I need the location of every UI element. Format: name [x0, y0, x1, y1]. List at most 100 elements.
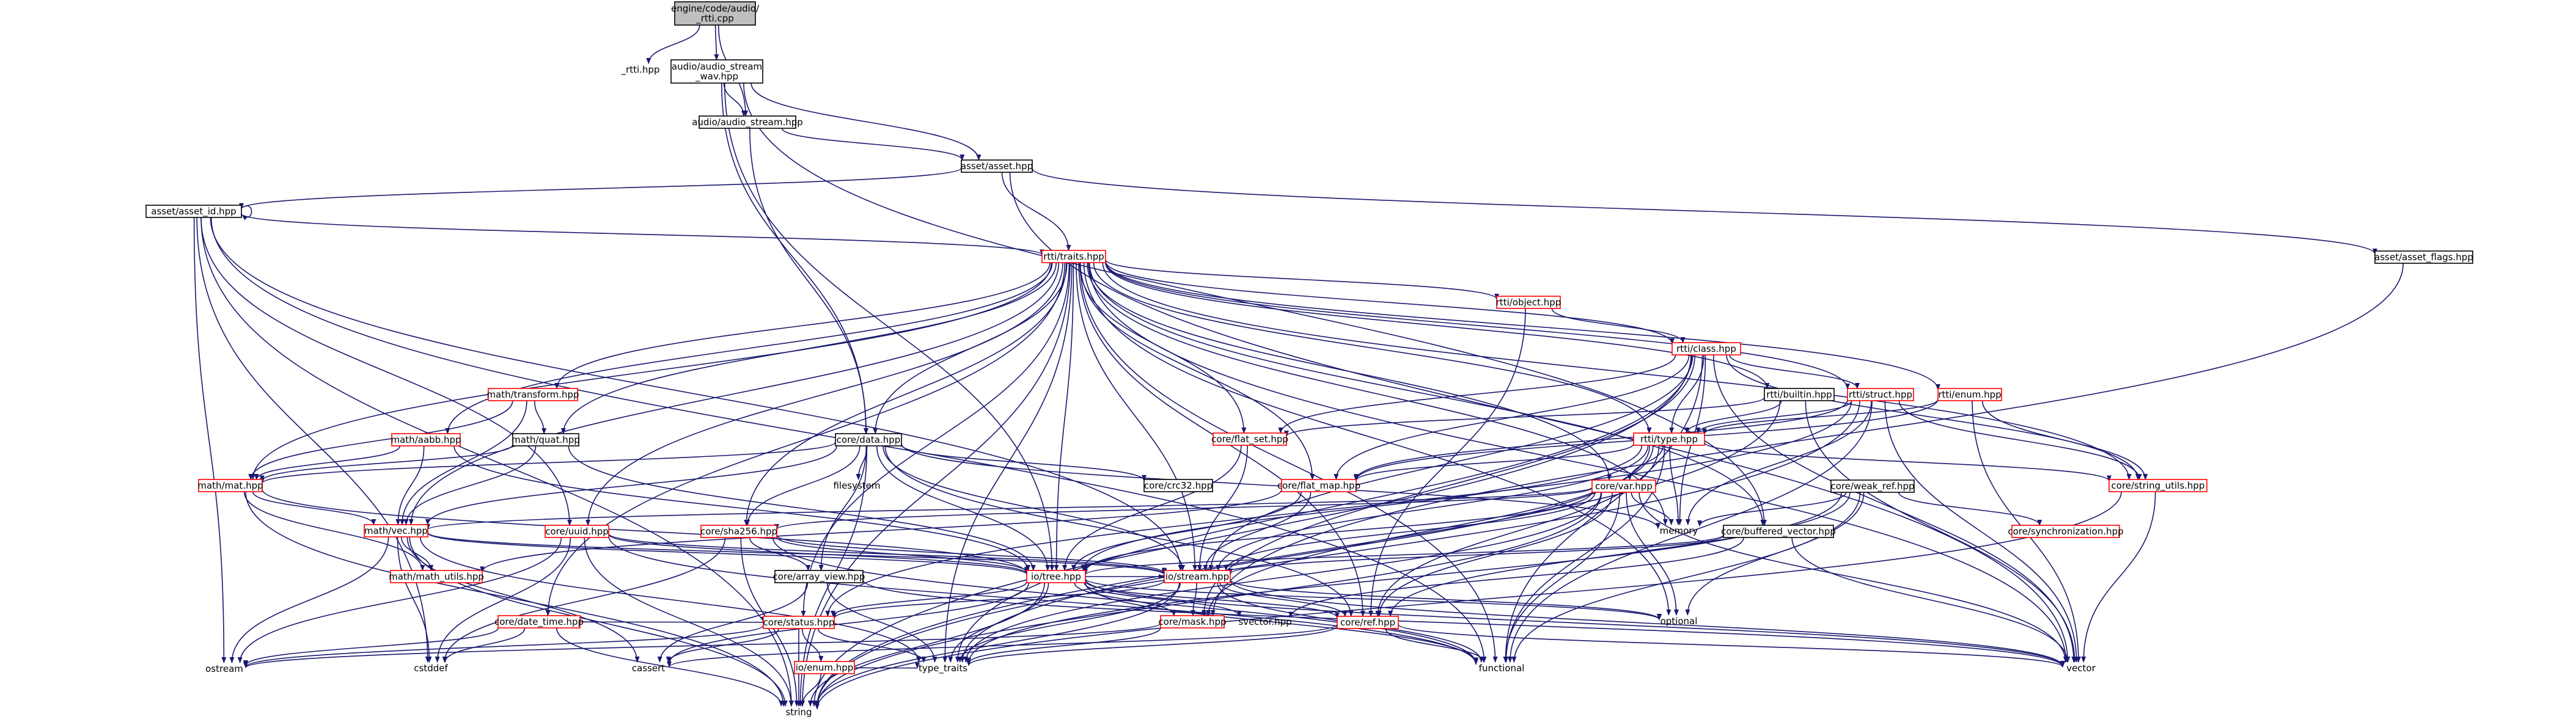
edge-weak_ref-to-optional	[1685, 492, 1865, 616]
node-data[interactable]: core/data.hpp	[835, 433, 902, 446]
edge-type-to-flat_map	[1354, 443, 1634, 481]
edge-struct-to-string	[815, 400, 1860, 708]
node-asset-flags[interactable]: asset/asset_flags.hpp	[2374, 250, 2473, 264]
node-label: core/buffered_vector.hpp	[1721, 526, 1836, 537]
node-enum[interactable]: rtti/enum.hpp	[1937, 388, 2002, 401]
node-struct[interactable]: rtti/struct.hpp	[1847, 388, 1914, 401]
edge-asset_id-to-uuid	[200, 217, 573, 526]
edge-line	[776, 534, 1167, 574]
edge-line	[1208, 354, 1693, 571]
node-ref[interactable]: core/ref.hpp	[1337, 616, 1399, 629]
edge-builtin-to-vector	[1805, 400, 2077, 663]
node-stream-wav[interactable]: audio/audio_stream_wav.hpp	[670, 59, 763, 84]
edge-line	[480, 489, 1282, 573]
edge-array_view-to-type_traits	[826, 582, 938, 663]
edge-line	[750, 82, 982, 161]
edge-root-to-rtti_hpp	[646, 24, 700, 64]
node-class[interactable]: rtti/class.hpp	[1671, 342, 1741, 355]
edge-stream_wav-to-asset	[750, 82, 982, 161]
node-date-time[interactable]: core/date_time.hpp	[494, 615, 584, 628]
node-label: core/var.hpp	[1595, 481, 1653, 492]
edge-type-to-io_stream	[1216, 445, 1649, 571]
node-traits[interactable]: rtti/traits.hpp	[1041, 250, 1106, 263]
node-aabb[interactable]: math/aabb.hpp	[391, 433, 461, 446]
edge-transform-to-quat	[534, 400, 547, 434]
edge-line	[243, 491, 425, 571]
node-transform[interactable]: math/transform.hpp	[486, 388, 579, 401]
node-flat-map[interactable]: core/flat_map.hpp	[1277, 479, 1360, 492]
node-root[interactable]: engine/code/audio/_rtti.cpp	[671, 1, 760, 26]
node-array-view[interactable]: core/array_view.hpp	[773, 570, 865, 583]
node-asset[interactable]: asset/asset.hpp	[961, 159, 1033, 173]
node-box	[512, 433, 579, 446]
node-mat[interactable]: math/mat.hpp	[197, 479, 263, 492]
node-filesystem: filesystem	[833, 480, 880, 491]
node-var[interactable]: core/var.hpp	[1591, 479, 1656, 493]
node-crc32[interactable]: core/crc32.hpp	[1143, 479, 1213, 492]
node-object[interactable]: rtti/object.hpp	[1496, 296, 1561, 309]
edge-line	[1388, 492, 1851, 617]
node-box	[1281, 479, 1357, 492]
node-label: asset/asset_flags.hpp	[2374, 252, 2473, 263]
node-label: core/mask.hpp	[1158, 616, 1226, 627]
edge-line	[1219, 582, 1348, 617]
edge-line	[801, 262, 1070, 617]
edge-line	[749, 537, 811, 571]
node-io-stream[interactable]: io/stream.hpp	[1164, 570, 1231, 583]
node-quat[interactable]: math/quat.hpp	[512, 433, 580, 446]
node-buffered-vector[interactable]: core/buffered_vector.hpp	[1721, 525, 1836, 538]
node-box	[1041, 250, 1106, 263]
node-asset-id[interactable]: asset/asset_id.hpp	[145, 205, 242, 218]
edge-line	[1083, 491, 1593, 573]
edge-line	[250, 262, 1052, 480]
edge-line	[1697, 492, 1847, 527]
edge-line	[1079, 262, 1498, 663]
node-synchronization[interactable]: core/synchronization.hpp	[2008, 525, 2124, 538]
edge-ref-to-type_traits	[966, 625, 1338, 666]
node-io-tree[interactable]: io/tree.hpp	[1026, 570, 1086, 583]
node-box	[700, 525, 777, 538]
edge-line	[1105, 262, 1770, 389]
edge-struct-to-string_utils	[1898, 400, 2142, 480]
node-label: rtti/traits.hpp	[1043, 251, 1104, 262]
edge-line	[1191, 582, 1197, 616]
node-label: core/sha256.hpp	[700, 526, 777, 537]
edge-uuid-to-io_tree	[608, 534, 1029, 575]
node-sha256[interactable]: core/sha256.hpp	[700, 525, 777, 538]
node-audio-stream[interactable]: audio/audio_stream.hpp	[692, 115, 803, 129]
edge-var-to-optional	[1626, 492, 1679, 616]
edge-sha256-to-array_view	[749, 537, 811, 571]
edge-builtin-to-type	[1684, 400, 1782, 434]
edge-type-to-ref	[1375, 445, 1660, 617]
node-uuid[interactable]: core/uuid.hpp	[545, 525, 609, 538]
node-mask[interactable]: core/mask.hpp	[1158, 615, 1227, 628]
edge-line	[554, 262, 1051, 389]
node-string-utils[interactable]: core/string_utils.hpp	[2108, 479, 2207, 492]
edge-line	[245, 491, 786, 707]
edge-line	[200, 217, 573, 526]
edge-root-to-stream_wav	[714, 24, 719, 60]
node-io-enum[interactable]: io/enum.hpp	[794, 661, 855, 674]
node-vec[interactable]: math/vec.hpp	[364, 524, 428, 537]
node-math-utils[interactable]: math/math_utils.hpp	[389, 570, 484, 583]
node-builtin[interactable]: rtti/builtin.hpp	[1764, 388, 1835, 401]
edge-object-to-class	[1551, 308, 1686, 343]
node-type-traits: type_traits	[919, 663, 967, 674]
node-weak-ref[interactable]: core/weak_ref.hpp	[1830, 479, 1915, 493]
edge-ref-to-functional	[1385, 628, 1486, 663]
edge-line	[1805, 400, 2077, 663]
node-status[interactable]: core/status.hpp	[763, 616, 835, 629]
node-type[interactable]: rtti/type.hpp	[1633, 432, 1705, 446]
node-flat-set[interactable]: core/flat_set.hpp	[1211, 432, 1288, 446]
edge-class-to-struct	[1729, 354, 1860, 389]
edge-line	[832, 580, 1165, 619]
node-label: io/stream.hpp	[1165, 571, 1229, 582]
node-label: asset/asset.hpp	[961, 161, 1033, 172]
node-label: core/array_view.hpp	[773, 571, 865, 583]
edge-asset_id-to-asset_id	[241, 205, 252, 220]
node-label: _wav.hpp	[695, 71, 738, 82]
edge-vec-to-io_tree	[427, 532, 1029, 575]
edge-io_stream-to-string	[814, 582, 1180, 707]
edge-line	[1102, 262, 2132, 480]
